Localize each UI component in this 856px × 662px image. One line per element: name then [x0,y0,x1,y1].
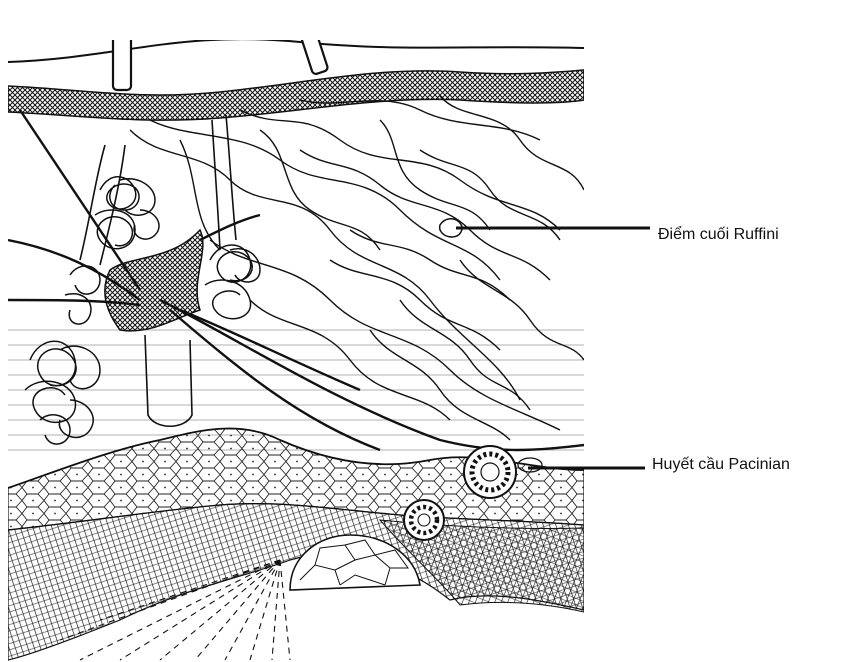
basal-layer-band [8,70,584,120]
hair-shaft-left [113,28,131,90]
pacinian-corpuscle-lower [404,500,444,540]
sweat-gland-coil-4 [65,266,100,324]
nerve-bundles [8,110,584,450]
epidermis-surface [8,39,584,62]
pacinian-corpuscle-label: Huyết cầu Pacinian [652,456,790,474]
sweat-gland-coil-2 [205,245,260,319]
skin-layers [8,9,584,660]
sweat-gland-coil-3 [25,341,100,444]
ruffini-ending-label: Điểm cuối Ruffini [658,226,779,244]
